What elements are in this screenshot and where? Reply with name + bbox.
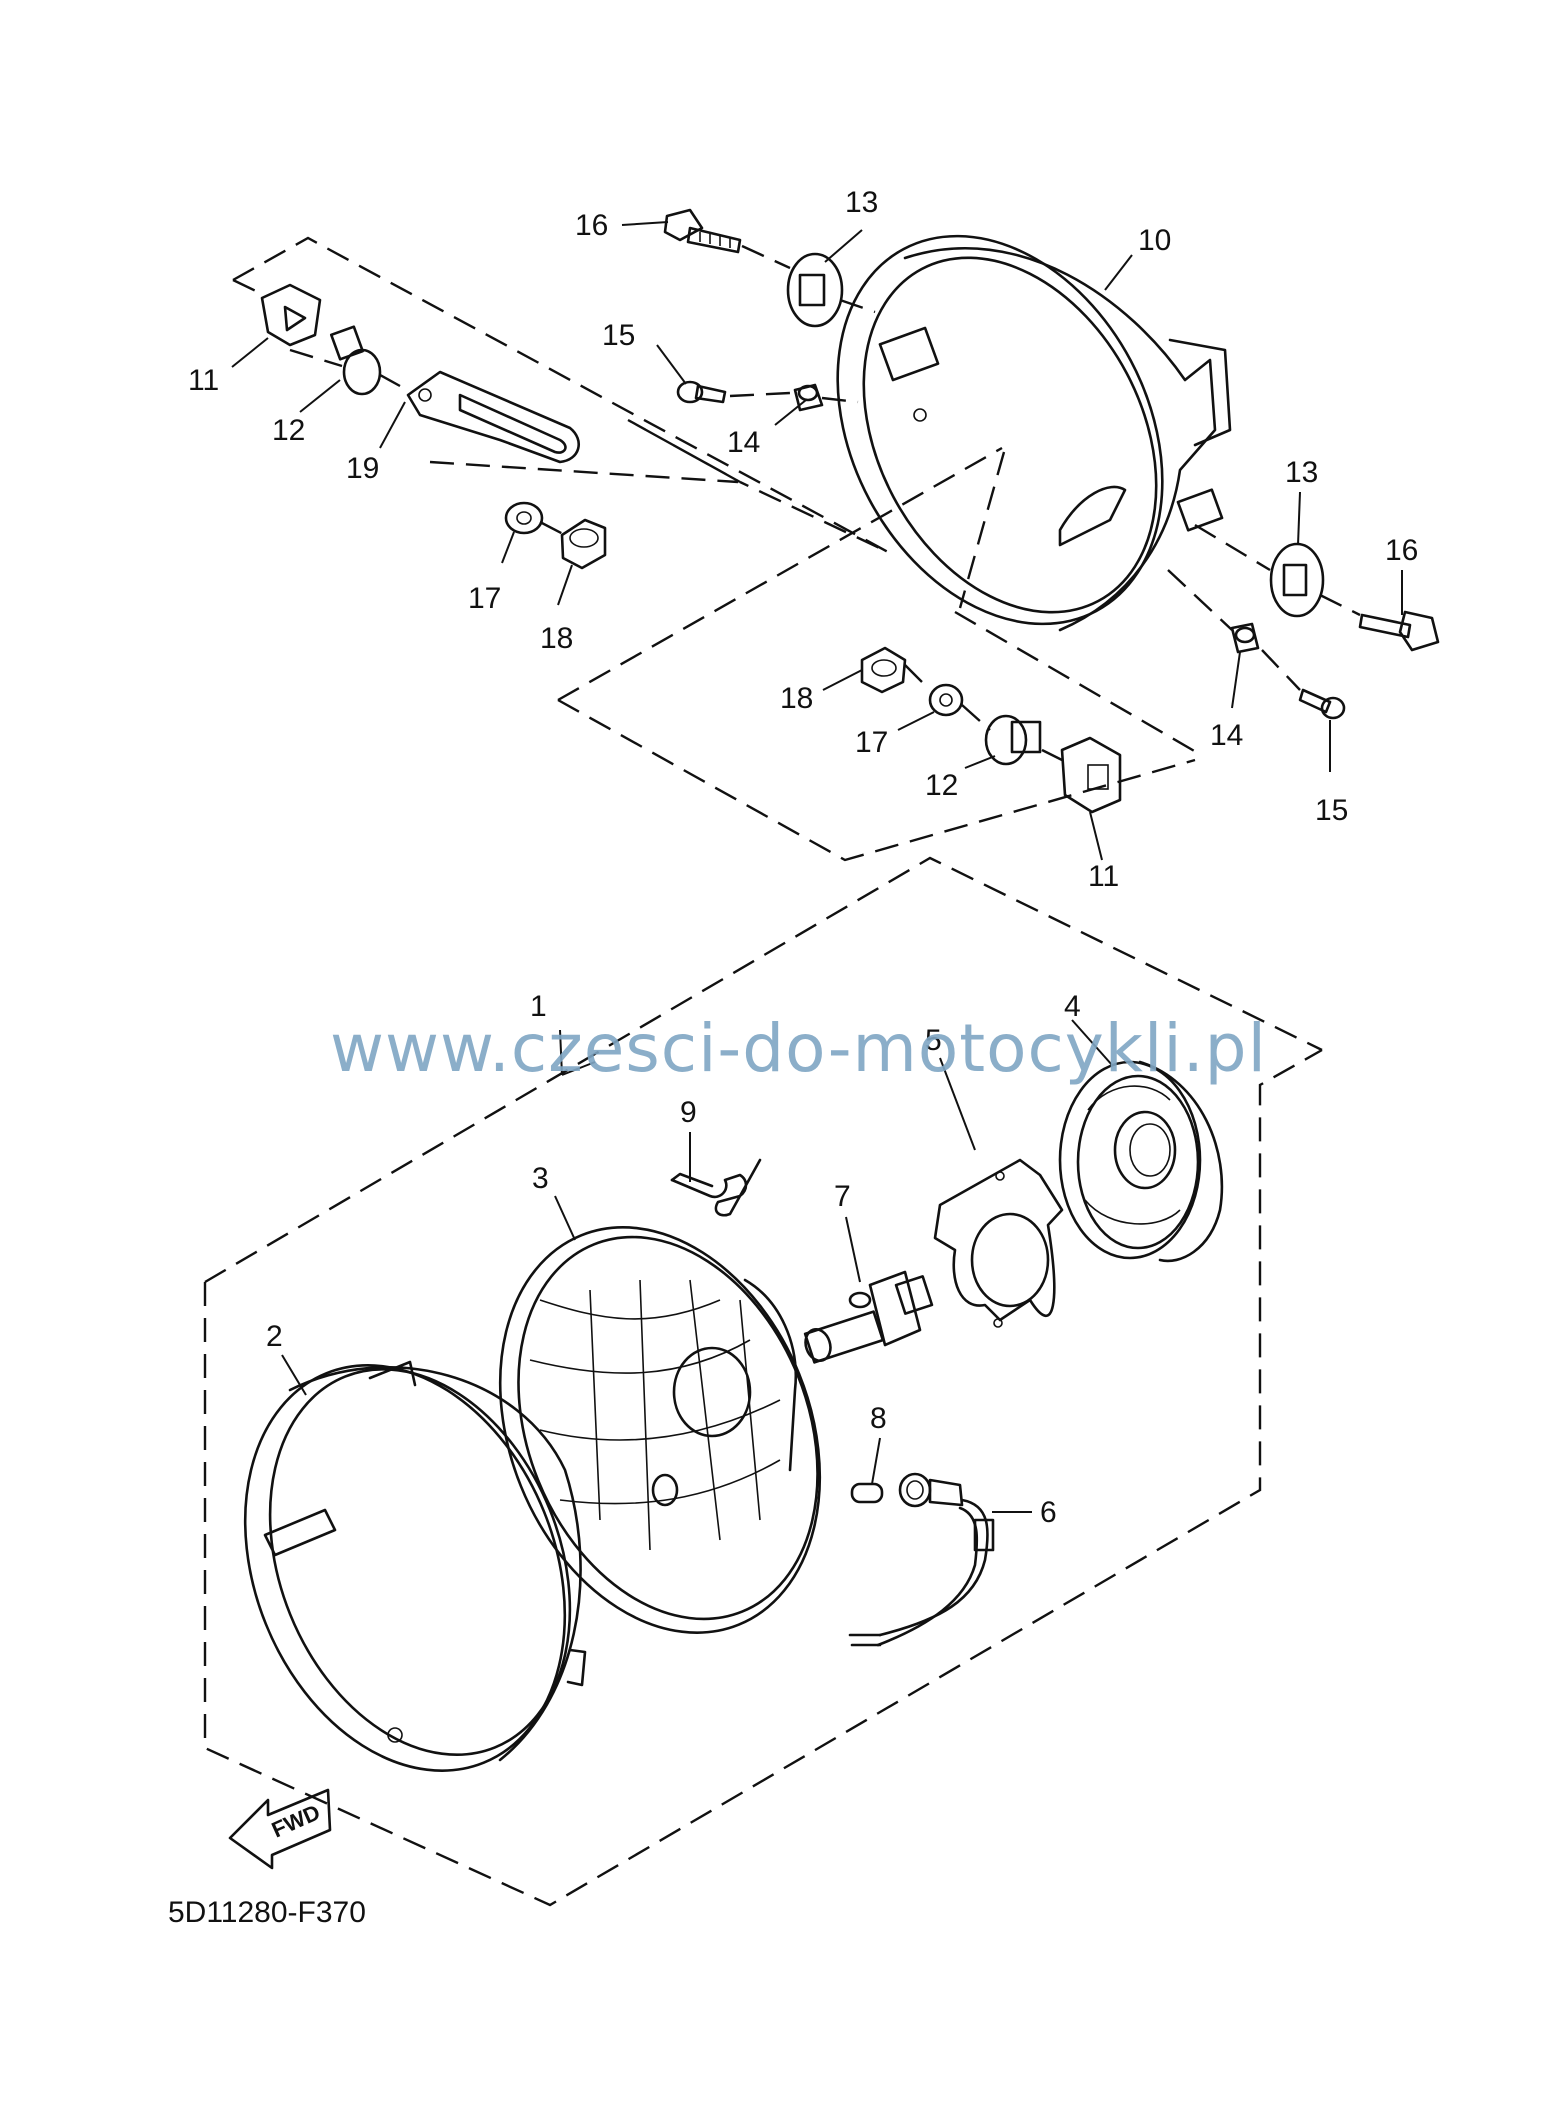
- callout-19: 19: [346, 452, 379, 485]
- callout-8: 8: [870, 1402, 887, 1435]
- upper-assembly-guide-lines: [289, 244, 1361, 762]
- callout-18-lower: 18: [780, 682, 813, 715]
- nut-18-upper: [560, 518, 607, 570]
- washer-17-lower: [928, 683, 964, 717]
- callout-leaders: [231, 221, 1403, 1513]
- grommet-13-upper: [786, 252, 844, 328]
- callout-13-lower: 13: [1285, 456, 1318, 489]
- callout-12-lower: 12: [925, 769, 958, 802]
- callout-16-lower: 16: [1385, 534, 1418, 567]
- bulb-cover-plate: [933, 1158, 1064, 1328]
- callout-17-upper: 17: [468, 582, 501, 615]
- callout-2: 2: [266, 1320, 283, 1353]
- screw-15-lower: [1298, 688, 1346, 720]
- callout-18-upper: 18: [540, 622, 573, 655]
- callout-16-upper: 16: [575, 209, 608, 242]
- forward-direction-arrow: FWD: [228, 1788, 332, 1870]
- collar-12-upper: [329, 325, 382, 396]
- collar-14-lower: [1230, 622, 1260, 654]
- grommet-13-lower: [1269, 542, 1325, 618]
- callout-13-upper: 13: [845, 186, 878, 219]
- bulb-clip: [670, 1158, 762, 1217]
- callout-1: 1: [530, 990, 547, 1023]
- headlight-bulb: [803, 1270, 934, 1364]
- callout-10: 10: [1138, 224, 1171, 257]
- callout-6: 6: [1040, 1496, 1057, 1529]
- diagram-code: 5D11280-F370: [168, 1896, 366, 1929]
- callout-14-upper: 14: [727, 426, 760, 459]
- callout-15-upper: 15: [602, 319, 635, 352]
- position-bulb: [850, 1482, 884, 1504]
- bolt-16-upper: [663, 208, 742, 254]
- callout-15-lower: 15: [1315, 794, 1348, 827]
- callout-5: 5: [925, 1024, 942, 1057]
- washer-17-upper: [504, 501, 544, 535]
- nut-18-lower: [860, 646, 907, 694]
- callout-7: 7: [834, 1180, 851, 1213]
- damper-11-upper: [260, 283, 322, 347]
- callout-9: 9: [680, 1096, 697, 1129]
- callout-3: 3: [532, 1162, 549, 1195]
- headlight-unit-dashed-frame: [203, 856, 1323, 1907]
- callout-numbers: 16 13 10 15 14 11 12 19 17 18 13 16 14 1…: [188, 186, 1418, 1529]
- collar-12-lower: [984, 714, 1042, 766]
- callout-11-upper: 11: [188, 364, 219, 397]
- callout-14-lower: 14: [1210, 719, 1243, 752]
- callout-11-lower: 11: [1088, 860, 1119, 893]
- headlight-housing: [836, 234, 1232, 632]
- stay-bracket-19: [406, 370, 580, 464]
- damper-11-lower: [1060, 736, 1122, 814]
- headlight-back-cover: [1058, 1060, 1224, 1263]
- bolt-16-lower: [1358, 610, 1440, 652]
- position-light-socket: [848, 1472, 995, 1647]
- upper-left-dashed-frame: [232, 236, 889, 554]
- upper-right-dashed-frame: [557, 446, 1197, 862]
- watermark-url: www.czesci-do-motocykli.pl: [330, 1010, 1267, 1087]
- screw-15-upper: [676, 380, 727, 404]
- callout-17-lower: 17: [855, 726, 888, 759]
- callout-12-upper: 12: [272, 414, 305, 447]
- collar-14-upper: [793, 383, 824, 412]
- headlight-rim: [243, 1360, 587, 1772]
- headlight-reflector: [498, 1226, 822, 1634]
- callout-4: 4: [1064, 990, 1081, 1023]
